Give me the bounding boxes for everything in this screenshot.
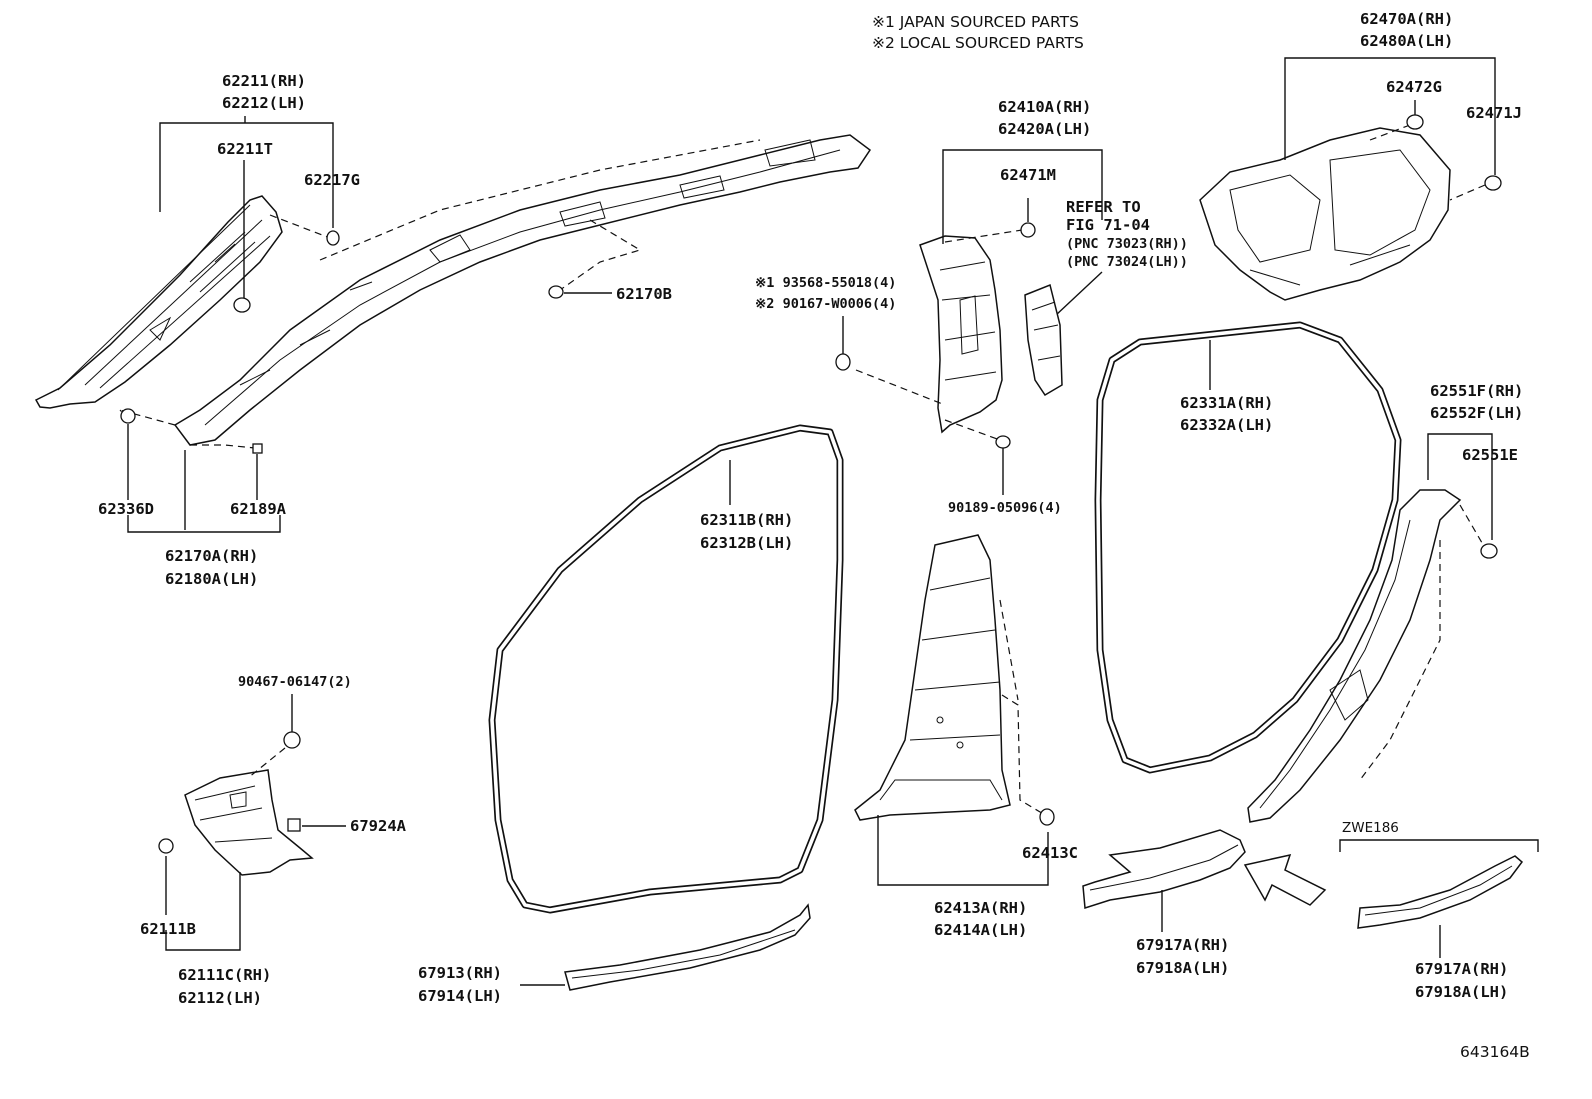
- clip-62336d-icon: [120, 408, 136, 424]
- label-90467-06147: 90467-06147(2): [238, 674, 352, 690]
- label-62471j: 62471J: [1466, 104, 1522, 122]
- clip-62170b-icon: [548, 285, 564, 299]
- label-90189-05096: 90189-05096(4): [948, 500, 1062, 516]
- label-62112-lh: 62112(LH): [178, 989, 262, 1007]
- label-62414a-lh: 62414A(LH): [934, 921, 1027, 939]
- clip-62472g-icon: [1406, 114, 1424, 130]
- zwe186-variant-scuff-plate: [1357, 855, 1524, 929]
- label-62331a-rh: 62331A(RH): [1180, 394, 1273, 412]
- figure-id: 643164B: [1460, 1043, 1530, 1061]
- note-local-sourced: ※2 LOCAL SOURCED PARTS: [872, 34, 1084, 52]
- note-japan-sourced: ※1 JAPAN SOURCED PARTS: [872, 13, 1079, 31]
- label-62332a-lh: 62332A(LH): [1180, 416, 1273, 434]
- clip-62471m-icon: [1020, 222, 1036, 238]
- view-direction-arrow-icon: [1243, 853, 1327, 906]
- center-pillar-lower-leaders: [877, 599, 1049, 886]
- quarter-trim-leaders: [1284, 57, 1496, 201]
- label-62413c: 62413C: [1022, 844, 1078, 862]
- label-62211t: 62211T: [217, 140, 273, 158]
- label-62552f-lh: 62552F(LH): [1430, 404, 1523, 422]
- label-62413a-rh: 62413A(RH): [934, 899, 1027, 917]
- cowl-side-trim: [184, 769, 314, 876]
- roof-side-quarter-trim: [1199, 127, 1451, 301]
- roof-side-inner-garnish: [173, 134, 872, 446]
- center-pillar-upper-garnish: [919, 235, 1003, 434]
- clip-90467-icon: [283, 731, 301, 749]
- label-62311b-rh: 62311B(RH): [700, 511, 793, 529]
- label-62551e: 62551E: [1462, 446, 1518, 464]
- label-90167-w0006: ※2 90167-W0006(4): [755, 296, 896, 312]
- front-pillar-garnish: [34, 195, 283, 409]
- label-62212-lh: 62212(LH): [222, 94, 306, 112]
- label-67918a-lh-2: 67918A(LH): [1415, 983, 1508, 1001]
- label-refer-to: REFER TO: [1066, 198, 1141, 216]
- label-refer-pnc-lh: (PNC 73024(LH)): [1066, 254, 1188, 270]
- label-62189a: 62189A: [230, 500, 287, 518]
- clip-90189-icon: [995, 435, 1011, 449]
- label-62420a-lh: 62420A(LH): [998, 120, 1091, 138]
- label-93568-55018: ※1 93568-55018(4): [755, 275, 896, 291]
- screw-93568-icon: [835, 353, 851, 371]
- front-door-weatherstrip: [488, 424, 844, 914]
- label-67914-lh: 67914(LH): [418, 987, 502, 1005]
- label-62336d: 62336D: [98, 500, 154, 518]
- clip-67924a-icon: [287, 818, 301, 832]
- label-67913-rh: 67913(RH): [418, 964, 502, 982]
- label-62312b-lh: 62312B(LH): [700, 534, 793, 552]
- label-67917a-rh-2: 67917A(RH): [1415, 960, 1508, 978]
- clip-62111b-icon: [158, 838, 174, 854]
- label-62111c-rh: 62111C(RH): [178, 966, 271, 984]
- label-refer-fig: FIG 71-04: [1066, 216, 1150, 234]
- label-62472g: 62472G: [1386, 78, 1442, 96]
- pillar-leader-lines: [159, 116, 334, 300]
- front-scuff-plate: [564, 903, 811, 991]
- label-62211-rh: 62211(RH): [222, 72, 306, 90]
- label-zwe186: ZWE186: [1342, 820, 1399, 836]
- label-62471m: 62471M: [1000, 166, 1056, 184]
- label-62217g: 62217G: [304, 171, 360, 189]
- center-pillar-lower-garnish: [854, 534, 1011, 821]
- seatbelt-anchor-cover: [1024, 283, 1063, 397]
- rear-door-weatherstrip: [1094, 321, 1402, 774]
- cowl-trim-leaders: [165, 694, 346, 951]
- clip-62217g-icon: [326, 230, 340, 246]
- clip-62551e-icon: [1480, 543, 1498, 559]
- label-67924a: 67924A: [350, 817, 407, 835]
- label-62551f-rh: 62551F(RH): [1430, 382, 1523, 400]
- clip-62471j-icon: [1484, 175, 1502, 191]
- quarter-lower-leaders: [1359, 433, 1493, 781]
- label-refer-pnc-rh: (PNC 73023(RH)): [1066, 236, 1188, 252]
- label-62410a-rh: 62410A(RH): [998, 98, 1091, 116]
- label-62111b: 62111B: [140, 920, 196, 938]
- label-62170b: 62170B: [616, 285, 672, 303]
- label-62480a-lh: 62480A(LH): [1360, 32, 1453, 50]
- rear-scuff-plate: [1082, 829, 1246, 909]
- label-67918a-lh-1: 67918A(LH): [1136, 959, 1229, 977]
- clip-62211t-icon: [233, 297, 251, 313]
- clip-62413c-icon: [1039, 808, 1055, 826]
- clip-62189a-icon: [252, 443, 263, 454]
- label-67917a-rh-1: 67917A(RH): [1136, 936, 1229, 954]
- label-62180a-lh: 62180A(LH): [165, 570, 258, 588]
- label-62170a-rh: 62170A(RH): [165, 547, 258, 565]
- label-62470a-rh: 62470A(RH): [1360, 10, 1453, 28]
- quarter-lower-garnish: [1247, 489, 1462, 823]
